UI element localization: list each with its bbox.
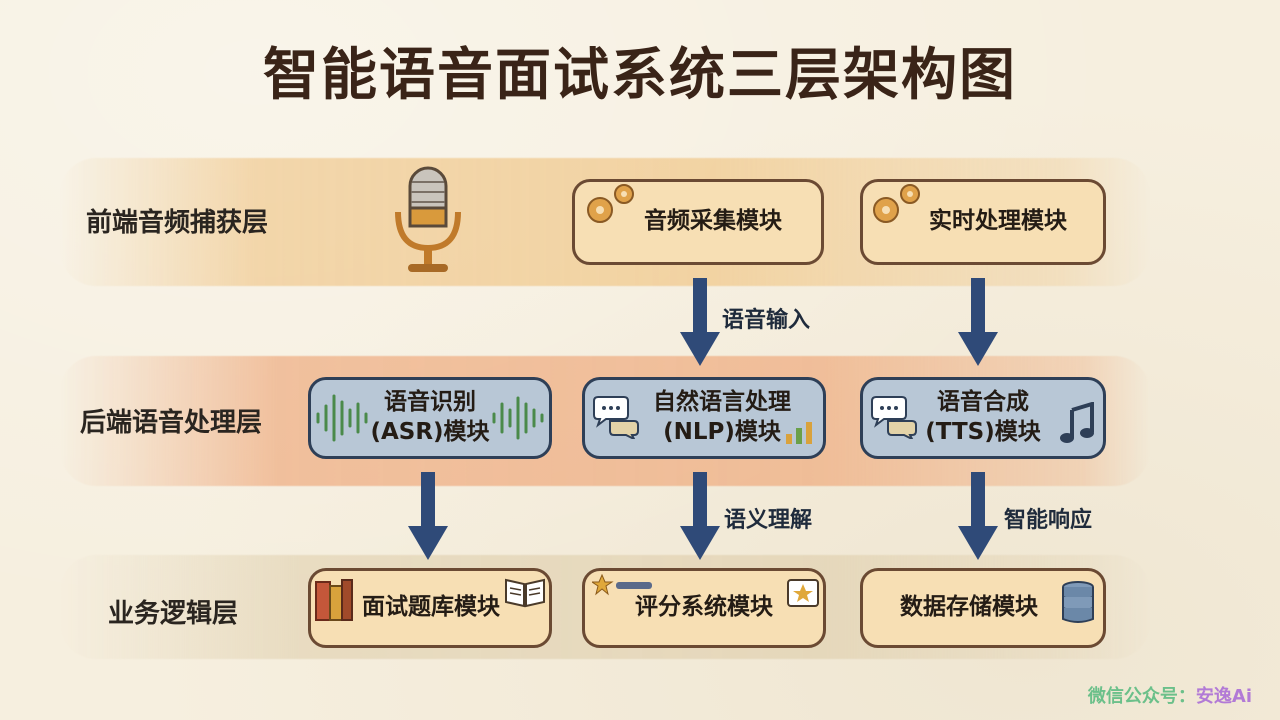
tts-label-line1: 语音合成 — [937, 389, 1029, 416]
realtime-label: 实时处理模块 — [929, 208, 1067, 235]
scoring-label: 评分系统模块 — [635, 594, 773, 621]
biz-layer-label: 业务逻辑层 — [108, 599, 239, 629]
watermark-prefix: 微信公众号： — [1087, 686, 1196, 707]
semantic-label: 语义理解 — [724, 508, 813, 533]
star-slider-icon — [592, 574, 652, 596]
watermark-name: 安逸Ai — [1195, 686, 1252, 707]
asr-label-line2: (ASR)模块 — [370, 419, 490, 445]
arrow-down-realtime — [958, 278, 998, 366]
gears-icon — [587, 184, 634, 223]
diagram-title: 智能语音面试系统三层架构图 — [263, 42, 1017, 108]
smart-response-label: 智能响应 — [1004, 508, 1093, 533]
gears-icon — [873, 184, 920, 223]
bar-chart-icon — [786, 422, 812, 444]
front-layer-label: 前端音频捕获层 — [86, 208, 269, 238]
database-icon — [1062, 581, 1094, 623]
soundwave-icon — [316, 394, 368, 442]
audio-capture-label: 音频采集模块 — [644, 208, 782, 235]
asr-label-line1: 语音识别 — [383, 389, 476, 416]
music-note-icon — [1060, 402, 1094, 443]
scoring-module: 评分系统模块 — [582, 568, 826, 648]
arrow-down-smart-response — [958, 472, 998, 560]
back-layer-label: 后端语音处理层 — [80, 408, 263, 438]
watermark: 微信公众号：安逸Ai — [1088, 682, 1252, 708]
nlp-label-line2: (NLP)模块 — [663, 419, 781, 445]
soundwave-icon — [492, 396, 544, 440]
chat-bubbles-icon — [593, 396, 639, 439]
microphone-icon — [395, 166, 461, 272]
arrow-down-asr — [408, 472, 448, 560]
nlp-label-line1: 自然语言处理 — [653, 389, 791, 416]
question-bank-label: 面试题库模块 — [362, 594, 500, 621]
storage-label: 数据存储模块 — [900, 594, 1038, 621]
audio-capture-module: 音频采集模块 — [572, 179, 824, 265]
books-icon — [315, 579, 353, 621]
chat-bubbles-icon — [871, 396, 917, 439]
tts-label-line2: (TTS)模块 — [925, 419, 1041, 445]
open-book-icon — [505, 578, 545, 608]
arrow-down-semantic — [680, 472, 720, 560]
arrow-down-voice-input — [680, 278, 720, 366]
star-card-icon — [787, 579, 819, 607]
voice-input-label: 语音输入 — [722, 308, 811, 333]
